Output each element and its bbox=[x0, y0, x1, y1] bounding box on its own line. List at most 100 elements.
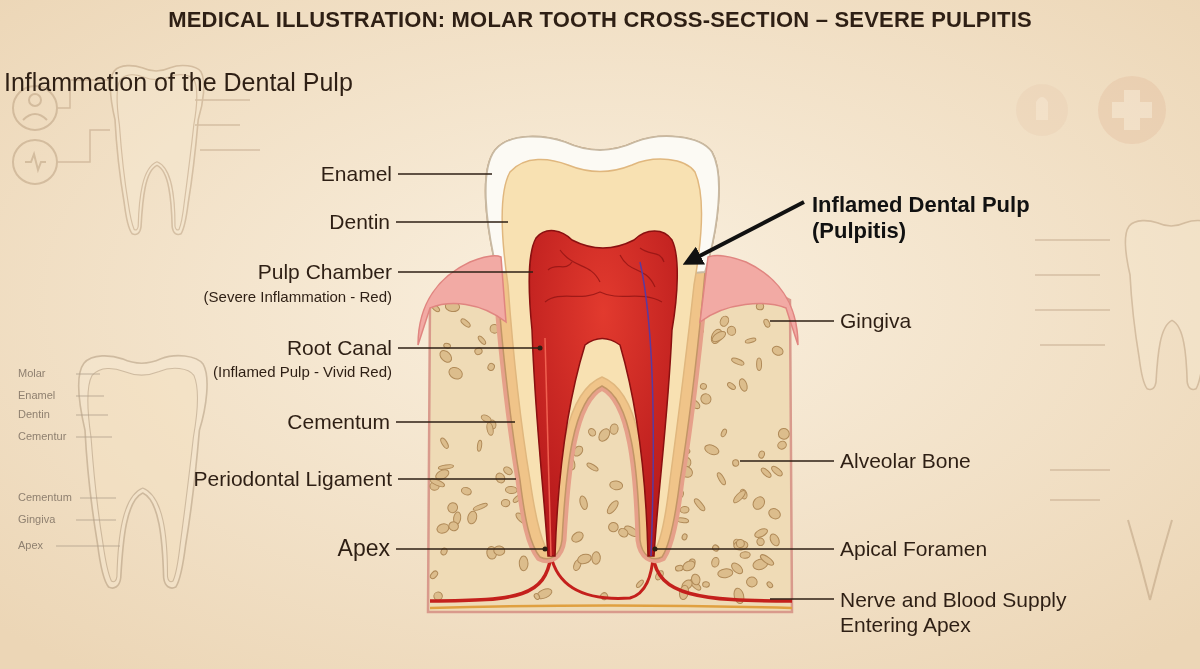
bone-pore bbox=[753, 527, 768, 539]
bone-pore bbox=[617, 527, 629, 539]
bone-pore bbox=[703, 443, 720, 457]
bone-pore bbox=[760, 467, 773, 479]
part-label: Enamel bbox=[321, 161, 392, 186]
bone-pore bbox=[726, 381, 736, 390]
bone-pore bbox=[502, 465, 513, 476]
bone-pore bbox=[726, 325, 736, 336]
bone-pore bbox=[751, 495, 767, 512]
bone-pore bbox=[586, 462, 599, 473]
bone-pore bbox=[693, 497, 706, 512]
watermark-label: Cementum bbox=[18, 491, 72, 504]
part-label: Pulp Chamber bbox=[258, 259, 392, 284]
watermark-label: Gingiva bbox=[18, 513, 55, 526]
part-label: Root Canal bbox=[287, 335, 392, 360]
bone-pore bbox=[681, 533, 688, 540]
bone-pore bbox=[711, 557, 720, 568]
background-leader-lines bbox=[56, 374, 120, 546]
bone-pore bbox=[736, 539, 745, 548]
bone-pore bbox=[487, 362, 496, 371]
bone-pore bbox=[745, 337, 757, 344]
bone-pore bbox=[579, 495, 589, 510]
bone-pore bbox=[505, 486, 517, 494]
watermark-label: Dentin bbox=[18, 408, 50, 421]
bone-pore bbox=[702, 581, 709, 587]
bone-pore bbox=[759, 553, 775, 567]
bone-pore bbox=[763, 318, 771, 328]
bone-pore bbox=[439, 437, 449, 449]
part-label: Apex bbox=[338, 535, 390, 563]
bone-pore bbox=[605, 499, 620, 515]
bone-pore bbox=[757, 358, 762, 370]
subtitle: Inflammation of the Dental Pulp bbox=[4, 67, 1200, 97]
bone-pore bbox=[732, 489, 747, 505]
bone-pore bbox=[587, 427, 597, 437]
bone-pore bbox=[731, 357, 745, 367]
canal-vein bbox=[640, 262, 653, 556]
bone-pore bbox=[699, 392, 713, 406]
bone-pore bbox=[460, 318, 472, 329]
bone-pore bbox=[770, 465, 784, 478]
bone-pore bbox=[519, 556, 528, 571]
bone-pore bbox=[681, 559, 696, 573]
bone-pore bbox=[717, 568, 733, 579]
bone-pore bbox=[740, 551, 751, 558]
bone-pore bbox=[716, 472, 727, 486]
part-label: Alveolar Bone bbox=[840, 448, 971, 473]
bone-pore bbox=[710, 329, 727, 343]
bone-pore bbox=[477, 440, 483, 452]
bone-pore bbox=[732, 587, 745, 604]
bone-pore bbox=[700, 383, 707, 390]
bone-pore bbox=[576, 553, 592, 566]
leader-lines bbox=[396, 174, 834, 599]
bone-pore bbox=[609, 480, 623, 491]
bone-pore bbox=[429, 570, 439, 580]
bone-pore bbox=[690, 573, 701, 585]
bone-pore bbox=[494, 471, 507, 484]
part-note: (Severe Inflammation - Red) bbox=[204, 288, 392, 306]
canal-vessel bbox=[545, 338, 551, 556]
watermark-label: Molar bbox=[18, 367, 46, 380]
bone-pore bbox=[447, 365, 464, 381]
bone-pore bbox=[448, 521, 460, 532]
bone-pore bbox=[758, 450, 765, 459]
part-label: Gingiva bbox=[840, 308, 911, 333]
gingiva bbox=[700, 256, 798, 345]
gingiva bbox=[418, 256, 506, 345]
bone-pore bbox=[675, 565, 684, 572]
title: MEDICAL ILLUSTRATION: MOLAR TOOTH CROSS-… bbox=[0, 7, 1200, 33]
bone-pore bbox=[711, 544, 719, 552]
bone-pore bbox=[680, 506, 689, 513]
bone-pore bbox=[767, 507, 782, 521]
bone-pore bbox=[608, 522, 618, 532]
leader-dots bbox=[538, 346, 658, 552]
bone-pore bbox=[440, 547, 448, 556]
background-tooth bbox=[79, 356, 207, 588]
bone-pore bbox=[778, 428, 790, 440]
bone-pore bbox=[597, 427, 612, 444]
watermark-label: Enamel bbox=[18, 389, 55, 402]
bone-pore bbox=[768, 532, 781, 547]
bone-pore bbox=[592, 552, 601, 565]
bone-pore bbox=[460, 486, 472, 496]
bone-pore bbox=[438, 348, 454, 364]
part-label: Apical Foramen bbox=[840, 536, 987, 561]
bone-pore bbox=[436, 522, 450, 534]
bone-pore bbox=[738, 378, 749, 392]
watermark-label: Cementur bbox=[18, 430, 66, 443]
bone-pore bbox=[776, 440, 787, 451]
bone-pore bbox=[746, 577, 757, 587]
bone-pore bbox=[609, 423, 619, 435]
bone-pore bbox=[732, 459, 739, 466]
watermark-label: Apex bbox=[18, 539, 43, 552]
part-label: Dentin bbox=[329, 209, 390, 234]
bone-pore bbox=[766, 581, 774, 589]
bone-pore bbox=[477, 335, 487, 345]
callout-label: Inflamed Dental Pulp (Pulpitis) bbox=[812, 192, 1112, 245]
bone-pore bbox=[438, 464, 454, 470]
part-note: (Inflamed Pulp - Vivid Red) bbox=[213, 363, 392, 381]
bone-pore bbox=[533, 593, 541, 601]
bone-pore bbox=[466, 510, 478, 525]
part-label: Periodontal Ligament bbox=[194, 466, 392, 491]
